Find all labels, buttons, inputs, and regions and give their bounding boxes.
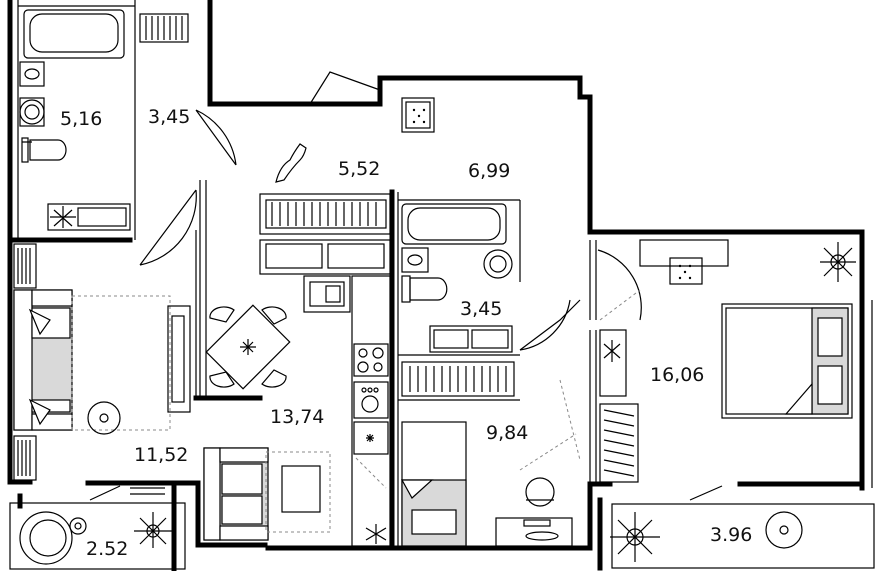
balcony-right-outline bbox=[611, 300, 875, 569]
balcony-left-fixtures bbox=[19, 511, 172, 565]
chair-icon bbox=[261, 306, 287, 325]
sink-icon bbox=[19, 61, 45, 87]
area-label-kitchen-living: 13,74 bbox=[270, 406, 325, 428]
wardrobe-icon bbox=[259, 193, 391, 235]
fridge-icon bbox=[353, 421, 389, 455]
tv-icon bbox=[639, 239, 729, 267]
area-label-balcony-left: 2.52 bbox=[86, 538, 129, 560]
dog-icon bbox=[275, 143, 307, 183]
plant-icon bbox=[365, 524, 387, 544]
coffee-table-icon bbox=[281, 465, 321, 513]
area-label-bath-1: 5,16 bbox=[60, 108, 103, 130]
bedroom-small-fixtures bbox=[400, 361, 581, 547]
area-label-living-room: 11,52 bbox=[134, 444, 189, 466]
bathroom-2-fixtures bbox=[401, 203, 513, 353]
bed-icon bbox=[721, 303, 853, 419]
outer-walls bbox=[7, 0, 865, 571]
toilet-icon bbox=[22, 139, 67, 161]
radiator-icon bbox=[13, 435, 37, 481]
chair-icon bbox=[261, 369, 287, 388]
cabinet-icon bbox=[47, 203, 131, 231]
desk-icon bbox=[495, 517, 573, 547]
oven-icon bbox=[353, 381, 389, 419]
chair-icon bbox=[209, 371, 235, 388]
radiator-icon bbox=[13, 243, 37, 289]
washing-machine-icon bbox=[483, 249, 513, 279]
interior-walls bbox=[7, 0, 597, 551]
kitchen-fixtures bbox=[203, 275, 391, 547]
tv-stand-icon bbox=[167, 305, 191, 413]
desk-chair-icon bbox=[525, 477, 555, 507]
lamp-icon bbox=[87, 401, 121, 435]
side-table-icon bbox=[765, 511, 803, 549]
side-table-icon bbox=[69, 517, 87, 535]
dining-table-icon bbox=[205, 304, 291, 390]
washing-machine-icon bbox=[19, 99, 45, 125]
stove-icon bbox=[353, 343, 389, 377]
towel-rail-icon bbox=[139, 13, 189, 43]
kitchen-counter bbox=[351, 275, 391, 547]
balcony-left-outline bbox=[9, 487, 186, 570]
area-label-bedroom-large: 16,06 bbox=[650, 364, 705, 386]
bedroom-large-fixtures bbox=[599, 239, 856, 483]
area-label-corridor-2: 6,99 bbox=[468, 160, 511, 182]
bathtub-icon bbox=[401, 203, 507, 245]
shoe-cabinet-icon bbox=[259, 239, 391, 275]
doors bbox=[89, 71, 723, 501]
armchair-icon bbox=[19, 511, 73, 565]
sink-icon bbox=[401, 247, 429, 273]
toilet-icon bbox=[409, 277, 448, 301]
area-label-bath-2: 3,45 bbox=[460, 298, 503, 320]
wardrobe-icon bbox=[401, 361, 515, 397]
bathroom-1-fixtures bbox=[19, 9, 189, 231]
plant-icon bbox=[134, 512, 172, 548]
balcony-right-fixtures bbox=[610, 511, 803, 562]
dresser-icon bbox=[599, 329, 627, 397]
kitchen-sink-icon bbox=[303, 275, 351, 313]
bathtub-icon bbox=[23, 9, 125, 59]
plant-icon bbox=[610, 512, 660, 562]
living-room-fixtures bbox=[13, 243, 191, 481]
area-label-corridor: 5,52 bbox=[338, 158, 381, 180]
cabinet-icon bbox=[429, 325, 513, 353]
plant-icon bbox=[50, 206, 76, 228]
ventilation-shaft-icon bbox=[669, 257, 703, 285]
chair-icon bbox=[209, 306, 235, 323]
corridor-fixtures bbox=[259, 97, 435, 275]
area-label-bedroom-small: 9,84 bbox=[486, 422, 529, 444]
plant-icon bbox=[820, 242, 856, 282]
area-label-balcony-right: 3.96 bbox=[710, 524, 753, 546]
wardrobe-icon bbox=[599, 403, 639, 483]
area-label-hall-1: 3,45 bbox=[148, 106, 191, 128]
